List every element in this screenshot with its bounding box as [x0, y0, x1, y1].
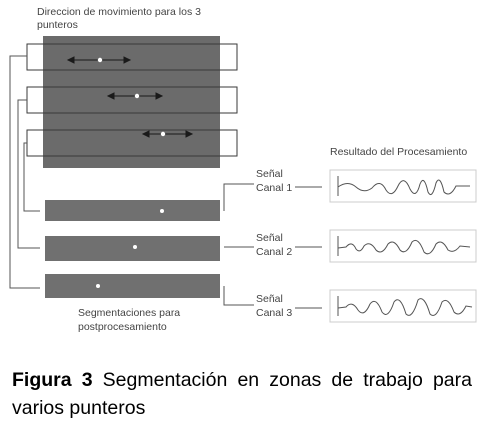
pointer-dot	[160, 131, 166, 137]
figure-caption: Figura 3 Segmentación en zonas de trabaj…	[12, 366, 472, 422]
top-label-line1: Direccion de movimiento para los 3	[37, 6, 201, 18]
channel-3-label-line1: Señal	[256, 293, 283, 305]
segment-strip-1	[45, 200, 220, 221]
pointer-dot	[97, 57, 103, 63]
result-label: Resultado del Procesamiento	[330, 146, 467, 158]
caption-text: Segmentación en zonas de trabajo para va…	[12, 369, 472, 419]
bottom-label-line2: postprocesamiento	[78, 321, 167, 333]
segment-strip-3	[45, 274, 220, 298]
pointer-dot	[96, 284, 100, 288]
waveform-plot-3	[329, 289, 477, 323]
double-arrow-icon	[106, 92, 164, 100]
caption-label: Figura 3	[12, 369, 93, 391]
bottom-label-line1: Segmentaciones para	[78, 307, 180, 319]
double-arrow-icon	[141, 130, 194, 138]
segment-strip-2	[45, 236, 220, 261]
channel-1-label-line1: Señal	[256, 168, 283, 180]
pointer-dot	[134, 93, 140, 99]
channel-2-label-line2: Canal 2	[256, 246, 292, 258]
waveform-plot-2	[329, 229, 477, 263]
channel-connectors	[223, 183, 322, 309]
waveform-plot-1	[329, 169, 477, 203]
pointer-dot	[160, 209, 164, 213]
figure-diagram: Direccion de movimiento para los 3 punte…	[9, 6, 477, 333]
channel-3-label-line2: Canal 3	[256, 307, 292, 319]
pointer-dot	[133, 245, 137, 249]
channel-1-label-line2: Canal 1	[256, 182, 292, 194]
bracket-lines	[9, 55, 40, 289]
camera-view-panel	[43, 36, 220, 168]
direction-band-1	[26, 43, 238, 71]
channel-2-label-line1: Señal	[256, 232, 283, 244]
top-label-line2: punteros	[37, 19, 78, 31]
